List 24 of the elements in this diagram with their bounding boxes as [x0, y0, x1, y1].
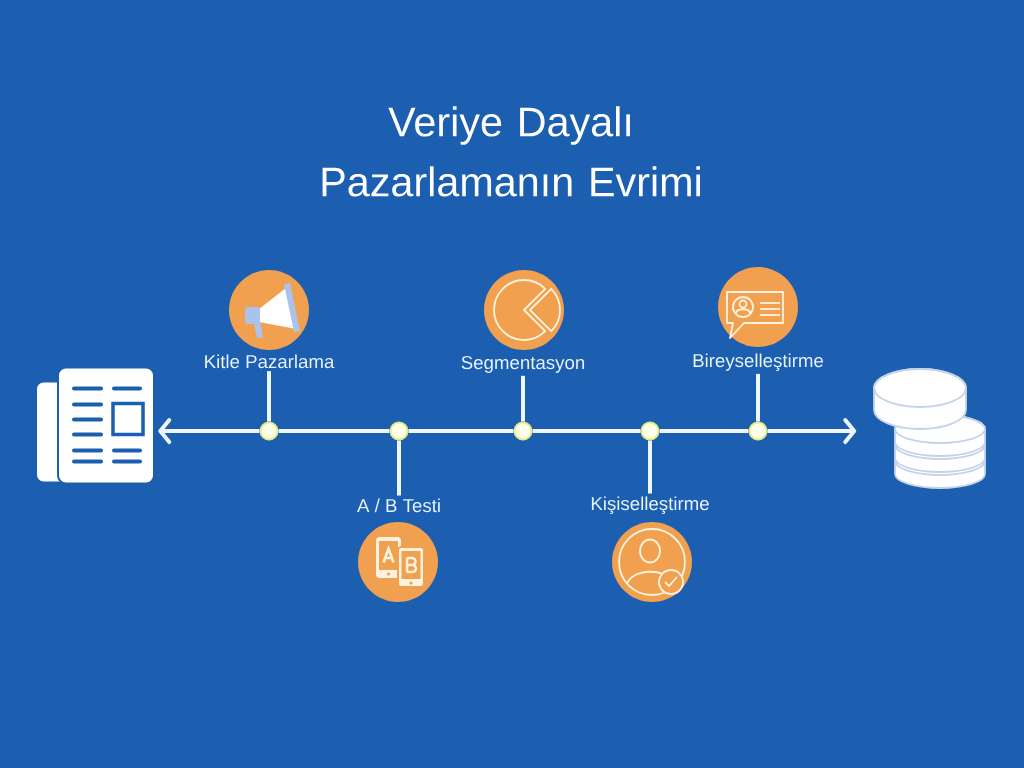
coin-stack-icon: [873, 368, 986, 489]
connector-line: [648, 440, 652, 494]
timeline-dot: [748, 421, 768, 441]
connector-line: [521, 375, 525, 422]
newspaper-icon: [37, 366, 155, 485]
milestone-label: Kitle Pazarlama: [205, 354, 335, 369]
connector-line: [278, 429, 390, 433]
milestone-label: Bireyselleştirme: [693, 353, 824, 371]
timeline-dot: [640, 421, 660, 441]
connector-line: [756, 373, 760, 422]
connector-line: [659, 429, 749, 433]
arrow: [767, 418, 857, 444]
connector-line: [408, 429, 514, 433]
milestone-label: Kişiselleştirme: [591, 496, 709, 514]
milestone-label: Segmentasyon: [461, 355, 585, 373]
connector-line: [532, 429, 641, 433]
connector-line: [397, 440, 401, 496]
timeline-dot: [513, 421, 533, 441]
timeline-dot: [389, 421, 409, 441]
timeline-dot: [259, 421, 279, 441]
milestone-label: A / B Testi: [357, 498, 440, 513]
title: Veriye Dayalı Pazarlamanın Evrimi: [322, 106, 700, 197]
connector-line: [267, 371, 271, 422]
arrow: [158, 418, 260, 444]
